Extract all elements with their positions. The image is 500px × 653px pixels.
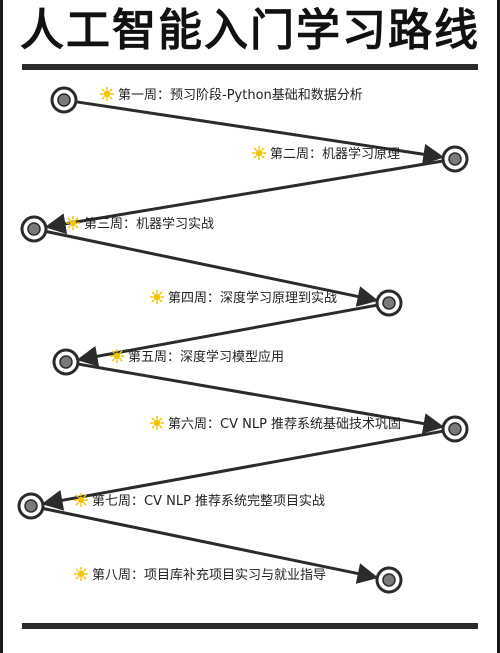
step-week: 第八周： [92, 568, 145, 583]
step-label: 第二周：机器学习原理 [252, 143, 400, 162]
connector-arrow [43, 507, 379, 584]
milestone-node-icon [50, 86, 78, 114]
milestone-node-icon [52, 348, 80, 376]
step-label: 第四周：深度学习原理到实战 [150, 287, 337, 306]
step-text: 机器学习实战 [136, 217, 215, 232]
step-label: 第七周：CV NLP 推荐系统完整项目实战 [74, 490, 325, 509]
step-week: 第七周： [92, 494, 145, 509]
step-text: 机器学习原理 [322, 147, 401, 162]
sun-icon [74, 492, 88, 507]
step-text: CV NLP 推荐系统完整项目实战 [144, 494, 326, 509]
step-label: 第八周：项目库补充项目实习与就业指导 [74, 564, 326, 583]
sun-icon [66, 215, 80, 230]
step-week: 第六周： [168, 417, 221, 432]
sun-icon [74, 566, 88, 581]
connector-arrow [78, 362, 445, 434]
step-label: 第五周：深度学习模型应用 [110, 346, 284, 365]
sun-icon [110, 348, 124, 363]
step-text: 项目库补充项目实习与就业指导 [144, 568, 327, 583]
milestone-node-icon [375, 289, 403, 317]
step-week: 第一周： [118, 88, 171, 103]
connector-arrow [76, 100, 445, 165]
step-text: 深度学习原理到实战 [220, 291, 338, 306]
milestone-node-icon [375, 566, 403, 594]
step-text: 预习阶段-Python基础和数据分析 [170, 88, 363, 103]
milestone-node-icon [441, 415, 469, 443]
page-title: 人工智能入门学习路线 [20, 5, 480, 56]
connector-arrow [76, 303, 377, 367]
step-text: 深度学习模型应用 [180, 350, 285, 365]
connector-arrow [41, 429, 443, 511]
step-text: CV NLP 推荐系统基础技术巩固 [220, 417, 402, 432]
step-label: 第三周：机器学习实战 [66, 213, 214, 232]
sun-icon [252, 145, 266, 160]
milestone-node-icon [20, 215, 48, 243]
milestone-node-icon [441, 145, 469, 173]
bottom-divider [22, 623, 478, 629]
sun-icon [150, 415, 164, 430]
step-week: 第四周： [168, 291, 221, 306]
step-label: 第一周：预习阶段-Python基础和数据分析 [100, 84, 363, 103]
step-week: 第三周： [84, 217, 137, 232]
sun-icon [100, 86, 114, 101]
step-week: 第二周： [270, 147, 323, 162]
milestone-node-icon [17, 492, 45, 520]
title-divider [22, 64, 478, 70]
step-label: 第六周：CV NLP 推荐系统基础技术巩固 [150, 413, 401, 432]
connector-arrow [46, 230, 379, 307]
step-week: 第五周： [128, 350, 181, 365]
connector-arrow [44, 159, 443, 235]
sun-icon [150, 289, 164, 304]
